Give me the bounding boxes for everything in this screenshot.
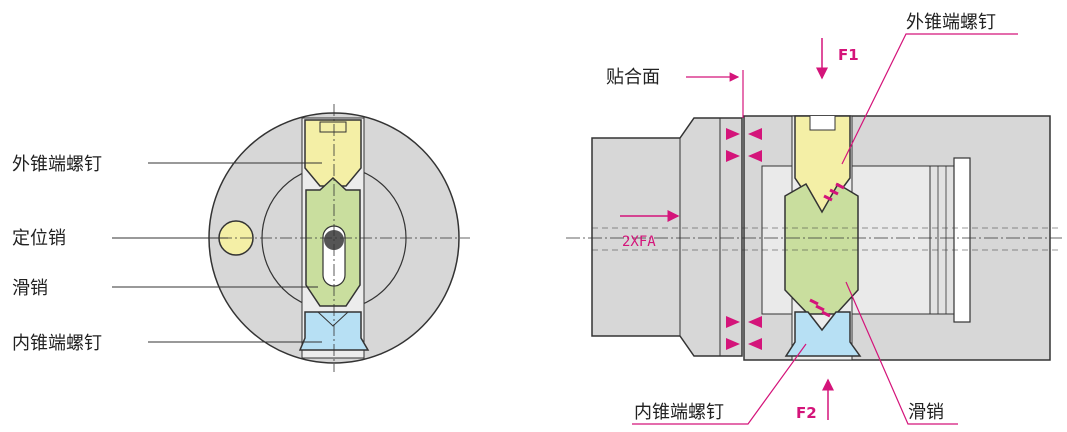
- label-right-inner-cone-screw: 内锥端螺钉: [634, 402, 724, 423]
- label-outer-cone-screw: 外锥端螺钉: [12, 154, 102, 175]
- label-mating-face: 贴合面: [606, 67, 660, 88]
- leader-right-outer-screw: [841, 33, 1018, 165]
- force-f2-label: F2: [796, 404, 817, 422]
- label-right-slide-pin: 滑销: [908, 402, 944, 423]
- left-view: 外锥端螺钉 定位销 滑销 内锥端螺钉: [12, 104, 470, 372]
- leader-right-inner-screw: [632, 343, 807, 425]
- force-axial-label: 2XFA: [622, 234, 656, 250]
- force-f1-label: F1: [838, 46, 859, 64]
- leader-right-slide-pin: [845, 281, 958, 425]
- label-slide-pin: 滑销: [12, 278, 48, 299]
- left-part: [591, 117, 743, 357]
- right-outer-screw-slot: [809, 116, 836, 131]
- label-right-outer-cone-screw: 外锥端螺钉: [906, 12, 996, 33]
- label-locating-pin: 定位销: [12, 228, 66, 249]
- bore-groove: [929, 165, 955, 315]
- label-inner-cone-screw: 内锥端螺钉: [12, 333, 102, 354]
- right-slide-pin: [784, 182, 859, 315]
- inner-screw-cone: [317, 311, 349, 327]
- mating-face-arrows: [726, 128, 762, 350]
- cone-contact-marks: [809, 182, 845, 318]
- right-inner-cone-screw: [784, 311, 862, 357]
- outer-screw-socket: [319, 121, 347, 133]
- retaining-ring: [953, 157, 971, 323]
- right-view: 贴合面 外锥端螺钉 F1 2XFA F2 内锥端螺钉 滑销: [566, 12, 1062, 425]
- outer-cone-screw: [304, 119, 362, 187]
